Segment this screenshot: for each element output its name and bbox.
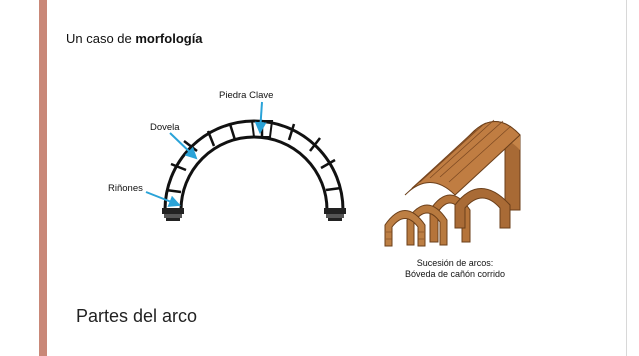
title-prefix: Un caso de bbox=[66, 31, 136, 46]
keystone bbox=[250, 120, 274, 138]
keystone-arrow bbox=[254, 101, 267, 134]
arch-diagram: Piedra Clave Dovela Riñones bbox=[108, 90, 346, 221]
left-impost bbox=[162, 208, 184, 221]
title-bold: morfología bbox=[135, 31, 203, 46]
label-keystone: Piedra Clave bbox=[219, 90, 273, 101]
voussoir-arrow bbox=[169, 132, 198, 160]
accent-bar bbox=[39, 0, 47, 356]
slide-edge bbox=[626, 0, 627, 356]
barrel-vault: Sucesión de arcos: Bóveda de cañón corri… bbox=[384, 119, 521, 279]
slide-title: Un caso de morfología bbox=[66, 31, 203, 46]
arch-ring-1 bbox=[384, 210, 426, 247]
right-impost bbox=[324, 208, 346, 221]
label-haunch: Riñones bbox=[108, 183, 143, 194]
slide-subtitle: Partes del arco bbox=[76, 306, 198, 326]
haunch-arrow bbox=[145, 191, 181, 207]
arch-ring-2 bbox=[406, 204, 448, 246]
label-voussoir: Dovela bbox=[150, 122, 180, 133]
vault-caption-line1: Sucesión de arcos: bbox=[417, 258, 494, 268]
vault-caption-line2: Bóveda de cañón corrido bbox=[405, 269, 505, 279]
